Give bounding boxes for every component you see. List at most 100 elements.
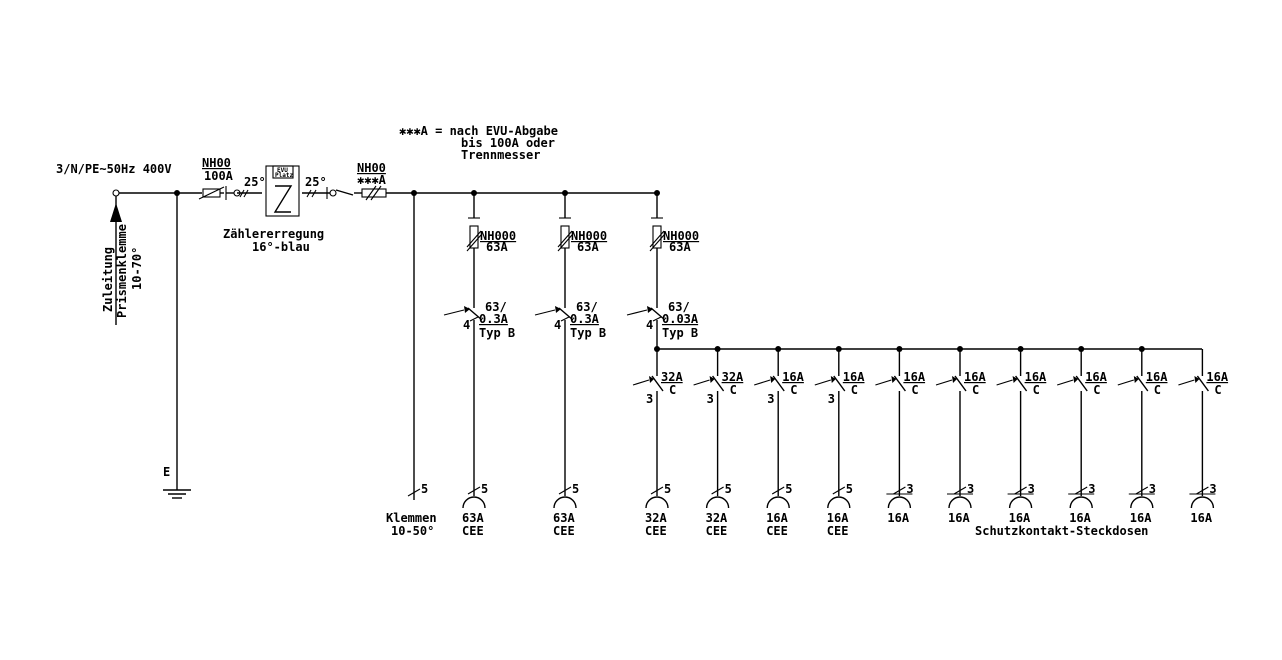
outlet-rating: 16A xyxy=(827,511,849,525)
note: ✱✱✱A = nach EVU-Abgabe bis 100A oder Tre… xyxy=(399,124,558,162)
fuse-type: NH000 xyxy=(571,229,607,243)
breaker-char: C xyxy=(669,383,676,397)
rcd-contact xyxy=(650,307,666,321)
rcd-poles: 4 xyxy=(646,318,653,332)
input-terminal xyxy=(112,189,120,197)
evu-fuse: NH00 ✱✱✱A xyxy=(329,161,387,201)
outlet-rating: 16A xyxy=(887,511,909,525)
rcd-test-icon xyxy=(443,309,465,316)
rcd-poles: 4 xyxy=(554,318,561,332)
rcd-type: Typ B xyxy=(662,326,698,340)
outlet-wires: 3 xyxy=(1028,482,1035,496)
outlet-wires: 5 xyxy=(664,482,671,496)
outlet-rating: 32A xyxy=(706,511,728,525)
meter-z-icon xyxy=(273,185,293,213)
final-circuits: 32AC3532ACEE32AC3532ACEE16AC3516ACEE16AC… xyxy=(632,346,1229,538)
supply-input: 3/N/PE~50Hz 400V Zuleitung Prismenklemme… xyxy=(56,162,172,325)
breaker-contact xyxy=(772,375,785,392)
breaker-contact xyxy=(1196,375,1209,392)
rcd-poles: 4 xyxy=(463,318,470,332)
breaker-icon xyxy=(754,379,771,386)
note-line-1: ✱✱✱A = nach EVU-Abgabe xyxy=(399,124,558,138)
breaker-contact xyxy=(833,375,846,392)
schuko-label: Schutzkontakt-Steckdosen xyxy=(975,524,1148,538)
breaker-icon xyxy=(693,379,710,386)
breaker-char: C xyxy=(1154,383,1161,397)
outlet-wires: 3 xyxy=(1149,482,1156,496)
rcd-type: Typ B xyxy=(570,326,606,340)
outlet-wires: 5 xyxy=(481,482,488,496)
breaker-rating: 16A xyxy=(964,370,986,384)
fuse-type: NH000 xyxy=(663,229,699,243)
outlet-rating: 16A xyxy=(948,511,970,525)
rcd-type: Typ B xyxy=(479,326,515,340)
breaker-contact xyxy=(893,375,906,392)
rcd-trip: 0.3A xyxy=(479,312,509,326)
socket-icon xyxy=(645,496,669,509)
breaker-char: C xyxy=(972,383,979,397)
rcd-rating: 63/ xyxy=(485,300,507,314)
meter: EVU Platz 25° 25° Zählererregung 16°-bla… xyxy=(223,165,328,254)
outlet-rating: 16A xyxy=(1009,511,1031,525)
fuse-icon xyxy=(560,225,570,249)
rcd-rating: 63/ xyxy=(576,300,598,314)
fuse-icon xyxy=(652,225,662,249)
breaker-icon xyxy=(996,379,1013,386)
fuse-rating: 63A xyxy=(486,240,508,254)
rcd-trip: 0.03A xyxy=(662,312,699,326)
feed-arrow-icon xyxy=(110,203,122,222)
breaker-icon xyxy=(814,379,831,386)
main-fuse-type: NH00 xyxy=(202,156,231,170)
evu-badge-line-1: EVU xyxy=(277,167,288,174)
outlet-rating: 16A xyxy=(1069,511,1091,525)
outlet-wires: 3 xyxy=(906,482,913,496)
breaker-rating: 32A xyxy=(661,370,683,384)
breaker-rating: 16A xyxy=(903,370,925,384)
socket-icon xyxy=(766,496,790,509)
breaker-rating: 16A xyxy=(1206,370,1228,384)
breaker-icon xyxy=(1117,379,1134,386)
breaker-poles: 3 xyxy=(646,392,653,406)
socket-icon xyxy=(948,496,972,509)
outlet-type: CEE xyxy=(827,524,849,538)
breaker-icon xyxy=(935,379,953,386)
breaker-poles: 3 xyxy=(767,392,774,406)
socket-icon xyxy=(1190,496,1215,509)
outlet-type: CEE xyxy=(645,524,667,538)
fuse-rating: 63A xyxy=(669,240,691,254)
socket-icon xyxy=(1069,496,1093,509)
breaker-contact xyxy=(1075,375,1088,392)
breaker-char: C xyxy=(1214,383,1221,397)
socket-icon xyxy=(1130,496,1154,509)
breaker-rating: 32A xyxy=(722,370,744,384)
socket-icon xyxy=(553,496,577,509)
outlet-type: CEE xyxy=(706,524,728,538)
breaker-contact xyxy=(1015,375,1028,392)
breaker-icon xyxy=(632,379,650,386)
terminal-block: 5 Klemmen 10-50° xyxy=(386,190,437,538)
evu-fuse-rating: ✱✱✱A xyxy=(357,173,387,187)
socket-icon xyxy=(1008,496,1033,509)
outlet-type: CEE xyxy=(553,524,575,538)
fuse-rating: 63A xyxy=(577,240,599,254)
breaker-rating: 16A xyxy=(1146,370,1168,384)
supply-label: 3/N/PE~50Hz 400V xyxy=(56,162,172,176)
breaker-char: C xyxy=(851,383,858,397)
breaker-icon xyxy=(1057,379,1074,386)
rcd-rating: 63/ xyxy=(668,300,690,314)
feed-label-line-3: 10-70° xyxy=(130,247,144,290)
outlet-rating: 63A xyxy=(553,511,575,525)
outlet-wires: 3 xyxy=(1088,482,1095,496)
fuse-type: NH000 xyxy=(480,229,516,243)
breaker-contact xyxy=(712,375,725,392)
